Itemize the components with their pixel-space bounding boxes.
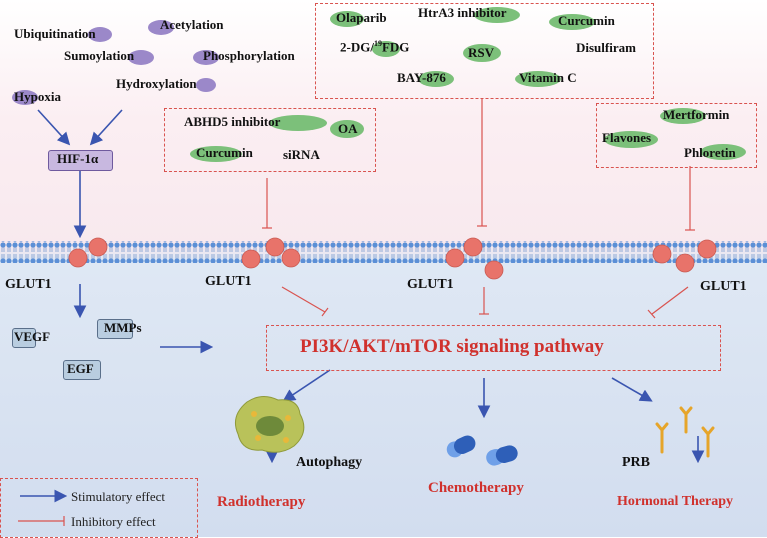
drug-oa: OA [338, 121, 358, 136]
drug-abhd5-inhibitor: ABHD5 inhibitor [184, 114, 281, 129]
legend-inhibitory: Inhibitory effect [71, 514, 156, 529]
drug-marker-abhd5 [269, 115, 327, 131]
hypoxia-label: Hypoxia [14, 89, 61, 104]
mmps-label: MMPs [104, 320, 142, 335]
drug-2dg: 2-DG/ [340, 39, 374, 55]
ptm-acetylation: Acetylation [160, 17, 224, 32]
hif1a-label: HIF-1α [57, 151, 99, 166]
pathway-box [266, 325, 721, 371]
ptm-marker-acetylation [148, 20, 174, 35]
glut1-transporter-3 [445, 237, 504, 280]
drug-marker-flavones [604, 131, 658, 148]
hypoxia-marker [12, 90, 38, 105]
ptm-ubiquitination: Ubiquitination [14, 26, 96, 41]
cell-membrane [0, 241, 767, 263]
mmps-box [97, 319, 133, 339]
drug-fdg: FDG [381, 39, 410, 55]
drug-curcumin-top: Curcumin [558, 13, 615, 28]
drug-vitamin-c: Vitamin C [519, 70, 577, 85]
prb-label: PRB [622, 455, 650, 470]
drug-marker-bay876 [418, 71, 454, 87]
ptm-sumoylation: Sumoylation [64, 48, 135, 63]
pathway-label: PI3K/AKT/mTOR signaling pathway [300, 336, 604, 357]
glut1-label-2: GLUT1 [205, 274, 252, 289]
egf-label: EGF [67, 361, 94, 376]
drug-marker-rsv [463, 44, 501, 62]
glut1-transporter-4 [652, 239, 717, 273]
egf-box [63, 360, 101, 380]
ptm-hydroxylation: Hydroxylation [116, 76, 197, 91]
inhibitor-box-left [164, 108, 376, 172]
drug-bay876: BAY-876 [397, 70, 446, 85]
hormonal-therapy-label: Hormonal Therapy [617, 494, 734, 509]
glut1-label-4: GLUT1 [700, 279, 747, 294]
drug-marker-vitc [515, 71, 561, 87]
drug-2dg-fdg: 2-DG/19FDG [340, 39, 409, 55]
drug-htra3-inhibitor: HtrA3 inhibitor [418, 5, 507, 20]
inhibitor-box-top [315, 3, 654, 99]
autophagy-label: Autophagy [296, 455, 363, 470]
prb-receptors-image [655, 406, 715, 458]
drug-fdg-isotope: 19 [373, 39, 382, 48]
drug-phloretin: Phloretin [684, 145, 736, 160]
drug-disulfiram: Disulfiram [576, 40, 636, 55]
drug-rsv: RSV [468, 45, 495, 60]
glut1-transporter-2 [241, 237, 301, 269]
drug-marker-metformin [660, 108, 706, 124]
drug-curcumin-left: Curcumin [196, 145, 253, 160]
inhibitor-box-right [596, 103, 757, 168]
legend-stimulatory: Stimulatory effect [71, 489, 165, 504]
hif1a-box [48, 150, 113, 171]
drug-marker-oa [330, 120, 364, 138]
glut1-transporter-1 [68, 237, 108, 268]
ptm-marker-hydroxylation [196, 78, 216, 92]
glut1-label-1: GLUT1 [5, 277, 52, 292]
ptm-phosphorylation: Phosphorylation [203, 48, 295, 63]
glut1-label-3: GLUT1 [407, 277, 454, 292]
drug-marker-2dg [372, 41, 400, 57]
drug-flavones: Flavones [602, 130, 652, 145]
chemotherapy-label: Chemotherapy [428, 480, 524, 496]
ptm-marker-sumoylation [128, 50, 154, 65]
radiotherapy-label: Radiotherapy [217, 494, 306, 510]
drug-olaparib: Olaparib [336, 10, 387, 25]
vegf-box [12, 328, 36, 348]
drug-marker-curcumin-left [190, 146, 242, 162]
drug-marker-olaparib [330, 11, 364, 27]
autophagy-cell-image [235, 396, 305, 453]
drug-metformin: Mertformin [663, 107, 730, 122]
drug-marker-htra3 [474, 7, 520, 23]
ptm-marker-phosphorylation [193, 50, 219, 65]
drug-sirna: siRNA [283, 147, 320, 162]
ptm-marker-ubiquitination [88, 27, 112, 42]
vegf-label: VEGF [14, 329, 51, 344]
drug-marker-phloretin [700, 144, 746, 160]
drug-marker-curcumin-top [549, 14, 595, 30]
chemotherapy-capsules-image [446, 435, 518, 466]
